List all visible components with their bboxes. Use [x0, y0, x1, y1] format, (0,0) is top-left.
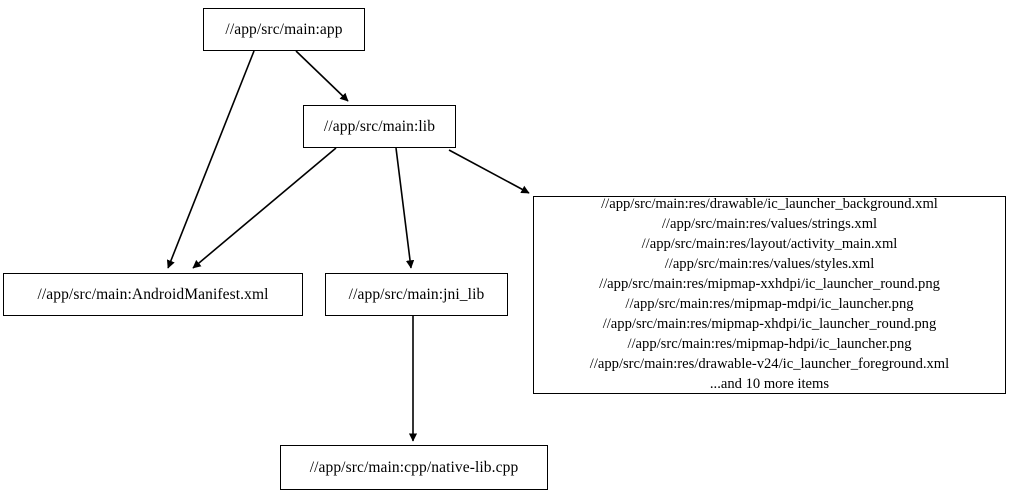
- graph-node-androidmanifest-label: //app/src/main:AndroidManifest.xml: [37, 285, 269, 303]
- graph-node-lib[interactable]: //app/src/main:lib: [303, 105, 456, 148]
- graph-node-androidmanifest[interactable]: //app/src/main:AndroidManifest.xml: [3, 273, 303, 316]
- edge-app-to-manifest: [166, 50, 255, 269]
- graph-node-native-lib-cpp[interactable]: //app/src/main:cpp/native-lib.cpp: [280, 445, 548, 490]
- graph-node-native-lib-cpp-label: //app/src/main:cpp/native-lib.cpp: [309, 458, 519, 476]
- graph-node-lib-label: //app/src/main:lib: [323, 117, 436, 135]
- graph-node-jni-lib[interactable]: //app/src/main:jni_lib: [325, 273, 508, 316]
- graph-node-resources[interactable]: //app/src/main:res/drawable/ic_launcher_…: [533, 196, 1006, 394]
- edge-lib-to-jnilib: [395, 147, 415, 269]
- graph-node-jni-lib-label: //app/src/main:jni_lib: [348, 285, 485, 303]
- graph-node-app[interactable]: //app/src/main:app: [203, 8, 365, 51]
- edge-lib-to-resources: [448, 149, 530, 194]
- graph-node-resources-label: //app/src/main:res/drawable/ic_launcher_…: [589, 196, 950, 392]
- graph-node-app-label: //app/src/main:app: [225, 20, 343, 38]
- edge-lib-to-manifest: [192, 147, 337, 269]
- edge-app-to-lib: [295, 50, 349, 102]
